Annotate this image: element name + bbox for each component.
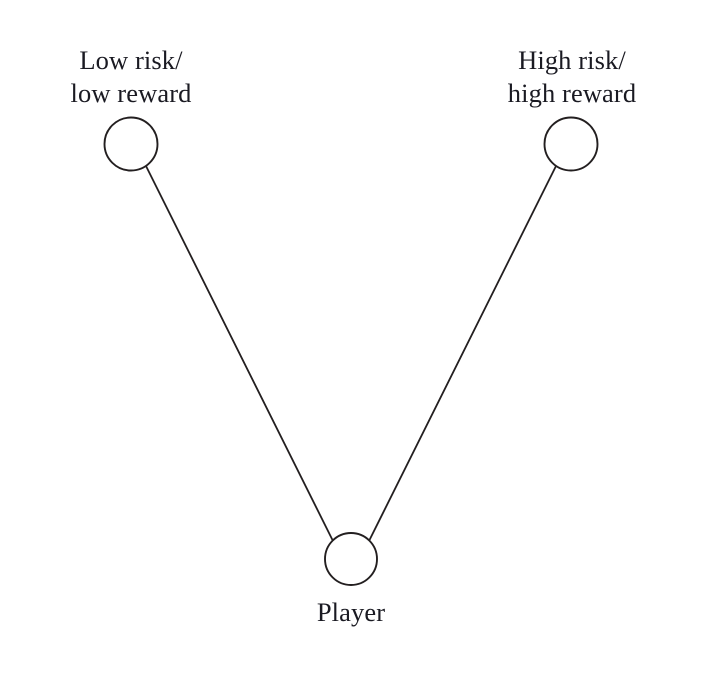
edge-player-to-high-risk <box>368 163 558 542</box>
node-low-risk[interactable] <box>103 116 159 172</box>
node-high-risk[interactable] <box>543 116 599 172</box>
node-label-player: Player <box>316 597 386 627</box>
edge-player-to-low-risk <box>144 163 334 542</box>
node-label-high-risk: High risk/ high reward <box>507 45 637 108</box>
node-player[interactable] <box>324 532 378 586</box>
node-label-low-risk: Low risk/ low reward <box>70 45 192 108</box>
